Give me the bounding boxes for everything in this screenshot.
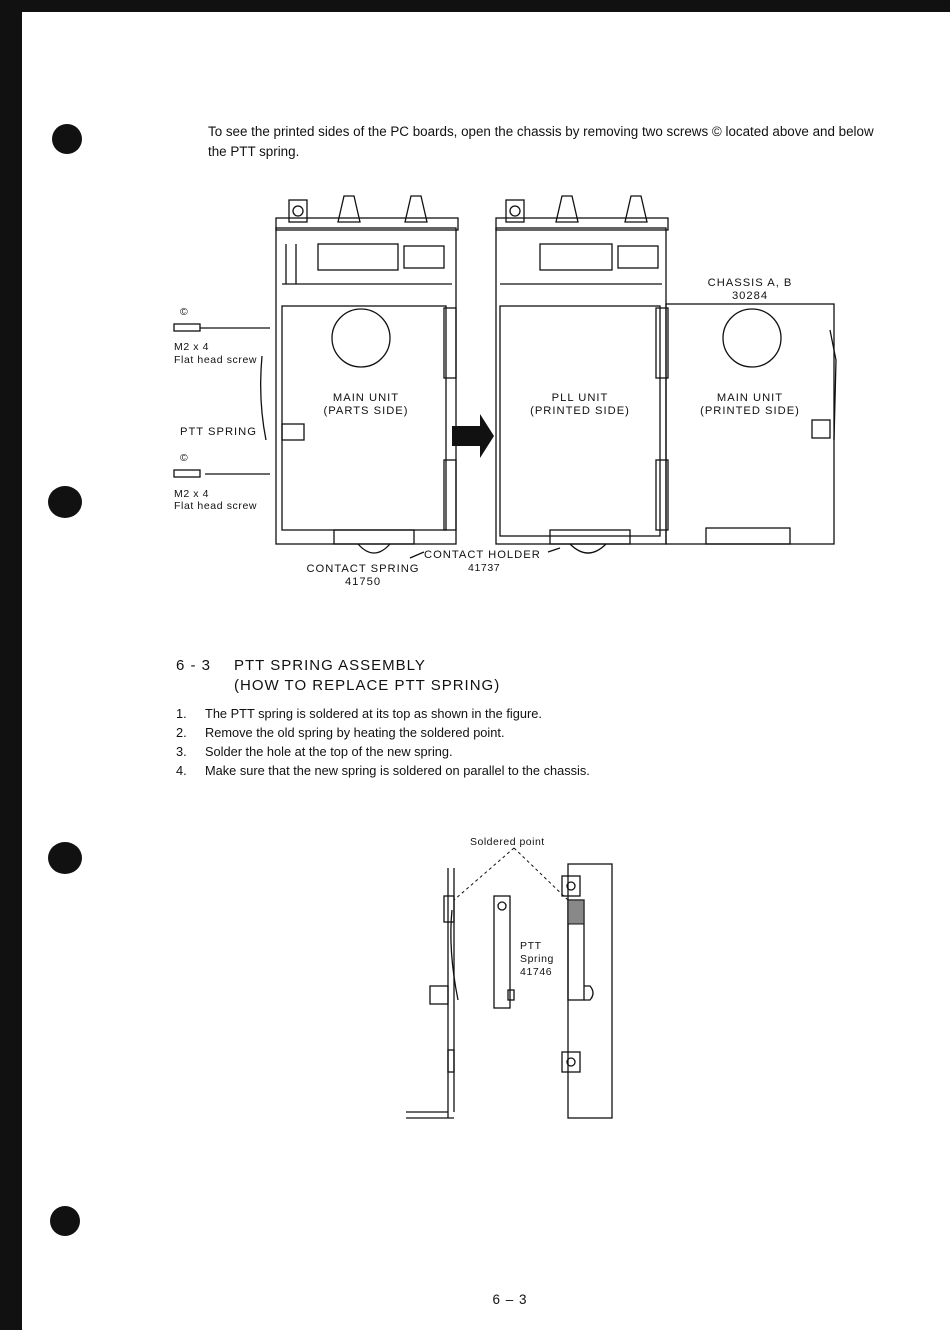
intro-paragraph: To see the printed sides of the PC board…: [208, 124, 874, 159]
screw-type-top: Flat head screw: [174, 354, 258, 366]
contact-holder-label: CONTACT HOLDER: [424, 549, 541, 561]
list-item: 4. Make sure that the new spring is solde…: [176, 761, 736, 780]
main-unit-printed-label: MAIN UNIT (PRINTED SIDE): [690, 392, 810, 418]
step-text: The PTT spring is soldered at its top as…: [205, 706, 542, 721]
section-number: 6 - 3: [176, 657, 212, 674]
contact-spring-label: CONTACT SPRING 41750: [302, 563, 424, 589]
screw-size-bottom: M2 x 4: [174, 488, 210, 500]
chassis-diagram: [173, 195, 837, 559]
step-text: Solder the hole at the top of the new sp…: [205, 744, 453, 759]
ptt-spring-label: PTT SPRING: [180, 426, 257, 438]
section-title-line1: PTT SPRING ASSEMBLY: [234, 657, 426, 674]
screw-mark-bottom: ©: [180, 452, 189, 464]
list-item: 3. Solder the hole at the top of the new …: [176, 742, 736, 761]
contact-spring-line1: CONTACT SPRING: [306, 563, 420, 575]
ptt-callout-line2: Spring: [520, 953, 554, 965]
main-unit-parts-label: MAIN UNIT (PARTS SIDE): [306, 392, 426, 418]
screw-size-top: M2 x 4: [174, 341, 210, 353]
section-title-line2: (HOW TO REPLACE PTT SPRING): [234, 677, 501, 694]
pll-unit-line1: PLL UNIT: [551, 392, 609, 404]
screw-type-bottom: Flat head screw: [174, 500, 258, 512]
step-number: 1.: [176, 706, 187, 721]
scan-edge-top: [0, 0, 950, 12]
step-text: Make sure that the new spring is soldere…: [205, 763, 590, 778]
ptt-callout-number: 41746: [520, 966, 553, 978]
contact-spring-number: 41750: [344, 576, 382, 588]
step-text: Remove the old spring by heating the sol…: [205, 725, 505, 740]
ptt-callout-line1: PTT: [520, 940, 542, 952]
step-number: 4.: [176, 763, 187, 778]
pll-unit-label: PLL UNIT (PRINTED SIDE): [520, 392, 640, 418]
binder-hole: [48, 486, 82, 518]
chassis-number: 30284: [731, 290, 769, 302]
pll-unit-line2: (PRINTED SIDE): [530, 405, 630, 417]
steps-list: 1. The PTT spring is soldered at its top …: [176, 704, 736, 780]
scan-edge-left: [0, 0, 22, 1330]
step-number: 3.: [176, 744, 187, 759]
step-number: 2.: [176, 725, 187, 740]
list-item: 2. Remove the old spring by heating the s…: [176, 723, 736, 742]
main-unit-printed-line2: (PRINTED SIDE): [700, 405, 800, 417]
screw-mark-top: ©: [180, 306, 189, 318]
list-item: 1. The PTT spring is soldered at its top …: [176, 704, 736, 723]
binder-hole: [48, 842, 82, 874]
binder-hole: [52, 124, 82, 154]
chassis-label: CHASSIS A, B 30284: [690, 277, 810, 303]
main-unit-parts-line2: (PARTS SIDE): [323, 405, 409, 417]
soldered-point-label: Soldered point: [470, 836, 545, 848]
main-unit-printed-line1: MAIN UNIT: [716, 392, 784, 404]
ptt-spring-callout: PTT Spring 41746: [520, 940, 554, 979]
contact-holder-number: 41737: [468, 562, 501, 574]
main-unit-parts-line1: MAIN UNIT: [332, 392, 400, 404]
chassis-label-line1: CHASSIS A, B: [707, 277, 793, 289]
binder-hole: [50, 1206, 80, 1236]
page-number: 6 – 3: [492, 1292, 528, 1307]
